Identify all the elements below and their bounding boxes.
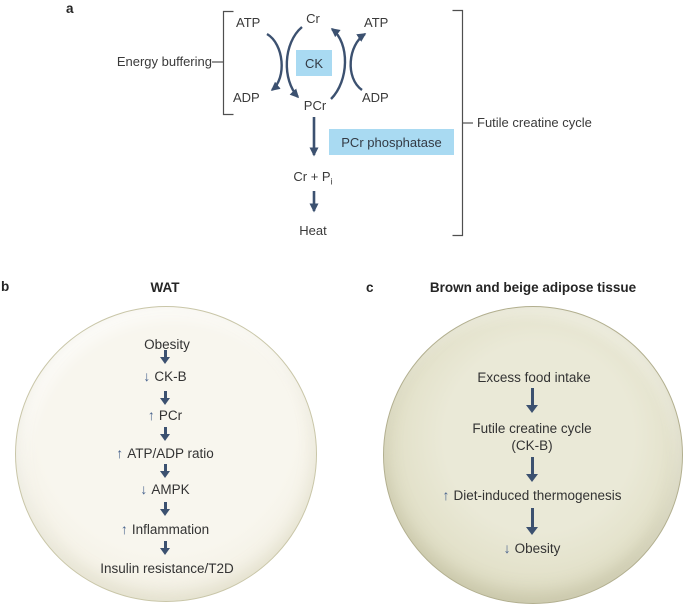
cascade-item-label: Insulin resistance/T2D	[100, 561, 234, 576]
adp-label-bottom-right: ADP	[362, 90, 389, 105]
cascade-item-label: ATP/ADP ratio	[127, 446, 214, 461]
panel-b-label: b	[1, 279, 10, 294]
down-arrow-connector	[159, 541, 170, 555]
cascade-item: ↓AMPK	[15, 481, 315, 498]
cascade-item-label: AMPK	[151, 482, 190, 497]
cascade-item-label: PCr	[158, 408, 183, 423]
cascade-item: ↓CK-B	[15, 368, 315, 385]
panel-a-label: a	[66, 1, 74, 16]
down-trend-arrow: ↓	[503, 540, 511, 556]
panel-b-title: WAT	[150, 280, 180, 295]
cascade-item-label: Obesity	[144, 337, 190, 352]
panel-c-title: Brown and beige adipose tissue	[429, 280, 637, 295]
cascade-item: ↓Obesity	[383, 540, 681, 557]
cascade-item-label: Diet-induced thermogenesis	[453, 488, 622, 503]
atp-label-top-right: ATP	[364, 15, 389, 30]
up-trend-arrow: ↑	[120, 521, 128, 537]
cr-label: Cr	[306, 11, 320, 26]
cascade-item: Insulin resistance/T2D	[15, 561, 315, 576]
cascade-item: ↑Diet-induced thermogenesis	[383, 487, 681, 504]
up-trend-arrow: ↑	[116, 445, 124, 461]
cascade-item-label: Inflammation	[131, 522, 210, 537]
cascade-item: Obesity	[15, 337, 315, 352]
cr-plus-pi-label: Cr + Pi	[293, 170, 332, 189]
up-trend-arrow: ↑	[147, 407, 155, 423]
wat-cascade: Obesity ↓CK-B ↑PCr ↑ATP/ADP ratio ↓AMPK …	[15, 306, 315, 600]
energy-buffering-label: Energy buffering	[116, 54, 212, 69]
down-arrow-connector	[159, 391, 170, 405]
futile-cycle-label: Futile creatine cycle	[477, 115, 592, 130]
down-arrow-connector	[159, 502, 170, 516]
cascade-item-label: Excess food intake	[477, 370, 591, 385]
down-trend-arrow: ↓	[140, 481, 148, 497]
futile-cycle-bracket	[452, 9, 464, 237]
down-arrow-connector	[526, 457, 538, 482]
arrow-adp-to-atp-right	[349, 32, 367, 91]
cascade-item-label: CK-B	[154, 369, 187, 384]
cascade-item: Futile creatine cycle (CK-B)	[383, 421, 681, 454]
cascade-item: ↑PCr	[15, 407, 315, 424]
pi-subscript: i	[330, 176, 333, 187]
down-trend-arrow: ↓	[143, 368, 151, 384]
pcr-phosphatase-box: PCr phosphatase	[329, 129, 454, 155]
adp-label-bottom-left: ADP	[233, 90, 260, 105]
heat-label: Heat	[299, 223, 327, 238]
down-arrow-connector	[159, 427, 170, 441]
cascade-item: ↑ATP/ADP ratio	[15, 445, 315, 462]
down-arrow-connector	[526, 508, 538, 535]
bat-cell-circle	[383, 306, 683, 604]
cascade-item: ↑Inflammation	[15, 521, 315, 538]
pcr-label: PCr	[303, 98, 327, 113]
down-arrow-connector	[159, 350, 170, 364]
cascade-item-label-line2: (CK-B)	[511, 437, 553, 453]
up-trend-arrow: ↑	[442, 487, 450, 503]
cascade-item-label: Futile creatine cycle	[472, 421, 592, 436]
down-arrow-connector	[526, 388, 538, 413]
energy-buffering-bracket	[222, 10, 234, 116]
atp-label-top-left: ATP	[236, 15, 261, 30]
arrow-pcr-to-cr	[330, 28, 347, 100]
panel-c-label: c	[366, 280, 374, 295]
arrow-atp-to-adp-left	[266, 32, 283, 91]
arrow-cr-to-pcr	[285, 26, 303, 99]
cascade-item-label: Obesity	[514, 541, 561, 556]
cr-plus-pi-main: Cr + P	[293, 169, 331, 184]
cascade-item: Excess food intake	[383, 370, 681, 385]
bat-cascade: Excess food intake Futile creatine cycle…	[383, 306, 681, 602]
down-arrow-connector	[159, 464, 170, 478]
ck-enzyme-box: CK	[296, 50, 332, 76]
